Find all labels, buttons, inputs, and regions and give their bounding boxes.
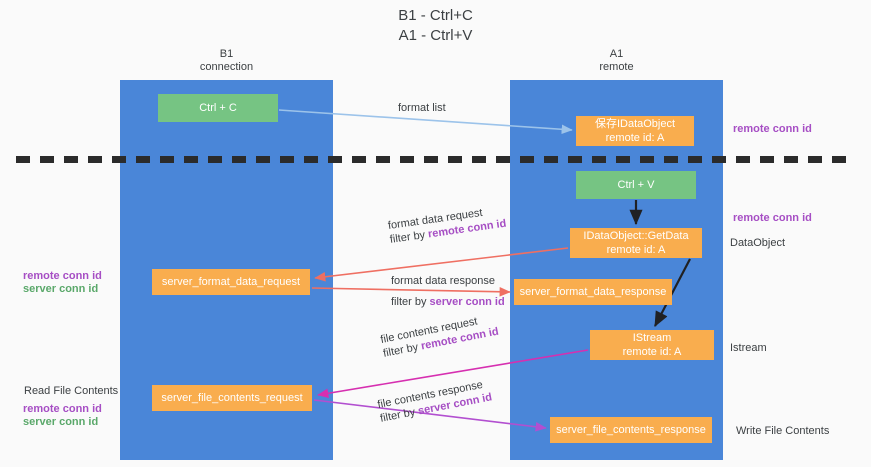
column-header-b1-role: connection <box>199 61 254 73</box>
box-ctrl-c-label: Ctrl + C <box>199 102 237 114</box>
phase-divider-dashed-line <box>16 156 856 163</box>
box-ctrl-c[interactable]: Ctrl + C <box>158 94 278 122</box>
diagram-title: B1 - Ctrl+C A1 - Ctrl+V <box>0 6 871 46</box>
title-line-2: A1 - Ctrl+V <box>398 27 473 44</box>
annotation-right-remote-conn-id-top: remote conn id <box>733 123 812 135</box>
edge-label-format-data-response: format data response filter by server co… <box>391 274 505 309</box>
edge-label-file-contents-request: file contents request filter by remote c… <box>379 311 500 361</box>
box-server-file-contents-response-label: server_file_contents_response <box>556 424 706 436</box>
column-header-a1-role: remote <box>599 61 634 73</box>
box-server-format-data-response[interactable]: server_format_data_response <box>514 279 672 305</box>
box-istream[interactable]: IStream remote id: A <box>590 330 714 360</box>
filter-prefix: filter by <box>389 228 429 246</box>
box-server-file-contents-request[interactable]: server_file_contents_request <box>152 385 312 411</box>
edge-label-format-data-request: format data request filter by remote con… <box>387 203 507 247</box>
annotation-right-istream: Istream <box>730 342 767 354</box>
box-save-idataobject[interactable]: 保存IDataObject remote id: A <box>576 116 694 146</box>
annotation-left-server-conn-id-1: server conn id <box>23 283 99 295</box>
annotation-right-remote-conn-id-mid: remote conn id <box>733 212 812 224</box>
box-server-format-data-request-label: server_format_data_request <box>161 276 301 288</box>
annotation-right-dataobject: DataObject <box>730 237 786 249</box>
box-save-idataobject-line-2: remote id: A <box>605 132 665 144</box>
box-server-format-data-request[interactable]: server_format_data_request <box>152 269 310 295</box>
column-header-b1-name: B1 <box>219 48 234 60</box>
annotation-right-write-file-contents: Write File Contents <box>736 425 830 437</box>
filter-key-server-conn-id: server conn id <box>429 296 505 308</box>
title-line-1: B1 - Ctrl+C <box>398 7 473 24</box>
column-header-a1: A1 remote <box>510 48 723 74</box>
column-header-b1: B1 connection <box>120 48 333 74</box>
box-server-file-contents-response[interactable]: server_file_contents_response <box>550 417 712 443</box>
box-istream-line-1: IStream <box>632 332 672 344</box>
annotation-left-server-conn-id-2: server conn id <box>23 416 99 428</box>
column-header-a1-name: A1 <box>609 48 624 60</box>
edge-label-format-data-response-filter: filter by server conn id <box>391 295 505 309</box>
annotation-left-read-file-contents: Read File Contents <box>24 385 119 397</box>
box-ctrl-v[interactable]: Ctrl + V <box>576 171 696 199</box>
box-istream-line-2: remote id: A <box>622 346 682 358</box>
box-idataobject-getdata-line-2: remote id: A <box>606 244 666 256</box>
annotation-left-remote-conn-id-1: remote conn id <box>23 270 102 282</box>
edge-label-format-data-response-text: format data response <box>391 275 495 287</box>
box-server-format-data-response-label: server_format_data_response <box>519 286 667 298</box>
box-ctrl-v-label: Ctrl + V <box>617 179 655 191</box>
edge-label-file-contents-response: file contents response filter by server … <box>376 377 494 426</box>
box-save-idataobject-line-1: 保存IDataObject <box>594 118 676 130</box>
annotation-left-remote-conn-id-2: remote conn id <box>23 403 102 415</box>
filter-prefix: filter by <box>391 296 430 308</box>
edge-label-format-list-text: format list <box>398 102 446 114</box>
edge-label-format-list: format list <box>398 101 446 115</box>
box-idataobject-getdata-line-1: IDataObject::GetData <box>583 230 689 242</box>
box-idataobject-getdata[interactable]: IDataObject::GetData remote id: A <box>570 228 702 258</box>
box-server-file-contents-request-label: server_file_contents_request <box>161 392 303 404</box>
